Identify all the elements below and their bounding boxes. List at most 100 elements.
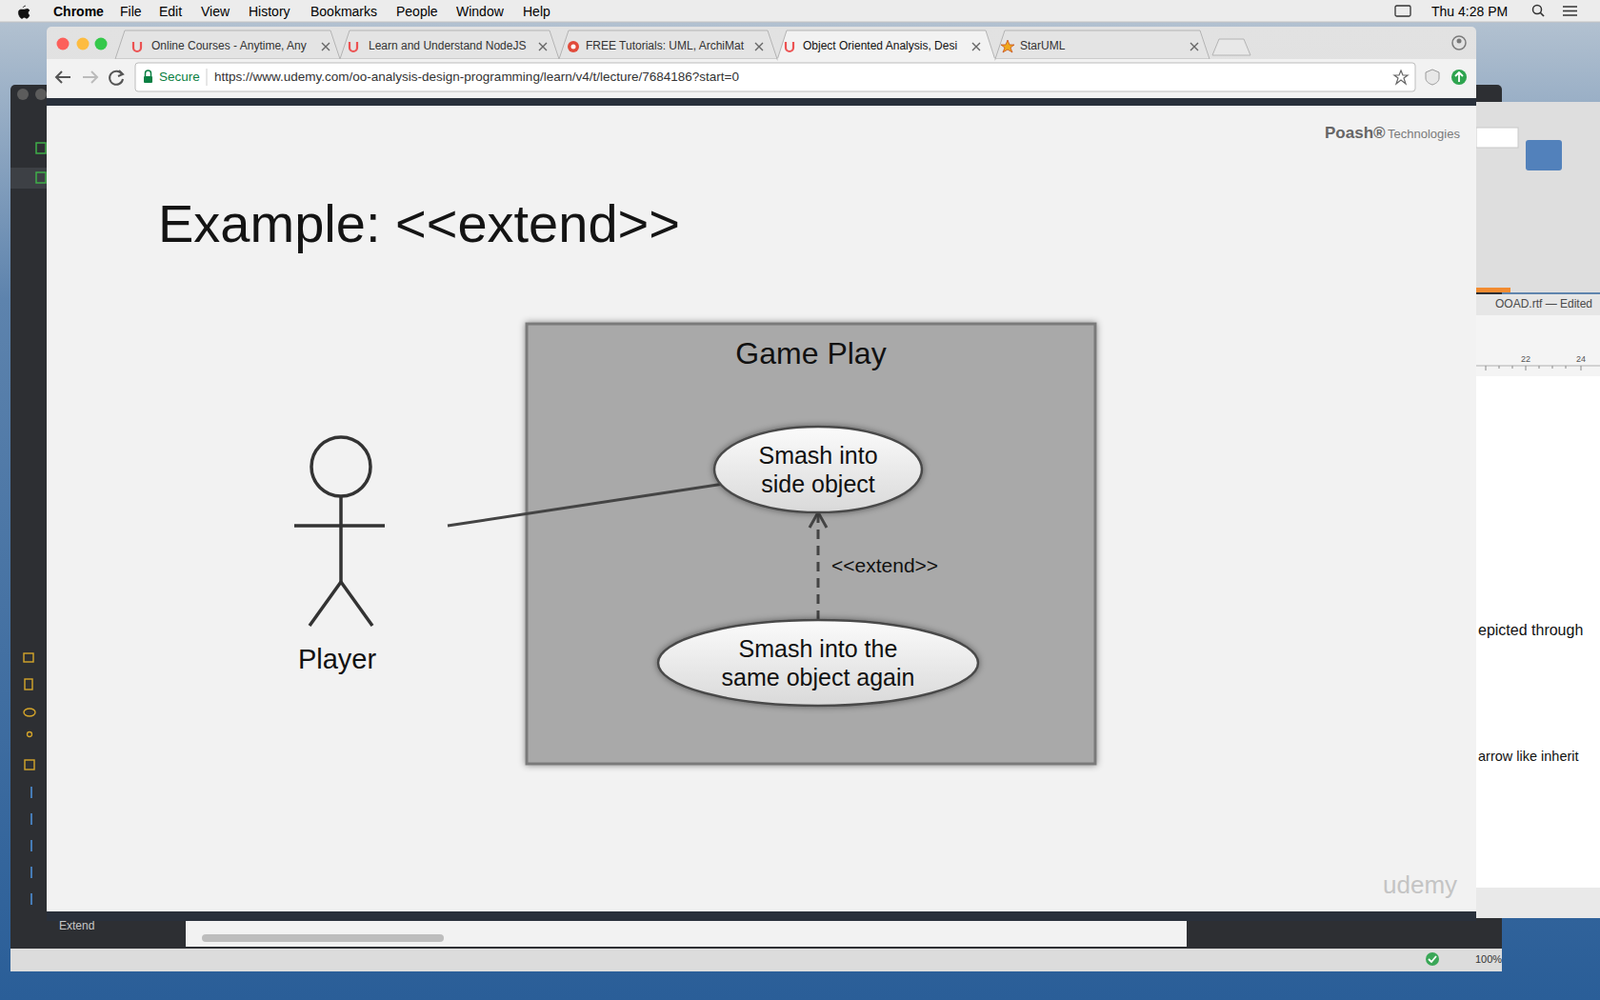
menu-item: Edit [159,3,182,20]
text-editor-window [1476,294,1600,919]
zoom-button [95,38,108,51]
sidebar-row [10,167,47,189]
tab-close-icon [755,42,763,51]
watermark: udemy [1382,871,1458,900]
browser-tab [559,30,778,60]
use-case-outline [655,617,981,709]
actor-limb [294,523,385,528]
status-ok-check [1428,956,1437,962]
extension-icon [1425,69,1440,85]
search-icon-handle [1540,12,1544,17]
document-text: arrow like inherit [1478,748,1580,765]
menu-item: Bookmarks [310,3,378,20]
menu-item: File [120,3,142,20]
tab-title: Object Oriented Analysis, Desi [802,40,958,54]
minimize-button [77,38,90,51]
toolbox-icon [23,653,34,662]
finder-window [1476,101,1600,293]
reload-button [109,71,123,85]
notification-icon [1562,6,1578,16]
address-bar [135,62,1416,92]
menu-item: View [200,3,230,20]
use-case-name: Smash into the same object again [713,634,923,692]
back-button [56,71,71,83]
window-title: OOAD.rtf — Edited [1495,298,1593,312]
active-tab-join [778,58,996,62]
toolbox-icons [30,786,33,905]
reload-arrow [118,70,123,77]
tab-close-icon [539,42,547,51]
use-case-ellipse: Smash into side object [711,423,925,516]
tab-close-icon [1190,42,1199,51]
tab-close-icon [321,42,330,51]
profile-icon [1452,36,1466,50]
extension-arrow [1455,72,1463,82]
close-button [57,38,70,51]
zoom-level: 100% [1475,953,1502,966]
stick-figure [266,433,420,634]
finder-field [1476,127,1519,148]
use-case-ellipse-shape [714,426,922,513]
staruml-favicon [1000,40,1015,53]
udemy-favicon [785,41,794,52]
display-icon [1395,5,1411,17]
window-button [35,88,47,100]
browser-window [46,26,1477,921]
status-bar [10,948,1502,972]
player-footer [46,911,1477,921]
system-boundary: Game PlaySmash into side objectSmash int… [526,323,1096,764]
actor-label-holder: Player [266,642,408,677]
menu-item: History [248,3,291,20]
use-case-name: Smash into side object [746,440,890,499]
ruler-number: 24 [1576,354,1586,364]
actor-name: Player [266,642,408,677]
sidebar-icon [36,172,46,183]
actor-figure: Player [266,433,448,677]
actor-limb [339,496,343,582]
actor-limb [340,581,373,626]
extend-dependency [809,512,827,620]
new-tab-button [1212,39,1251,56]
lock-icon [143,76,153,83]
menu-item: Chrome [53,3,104,20]
canvas-strip [185,920,1187,947]
player-header [46,98,1477,106]
connector-line [817,512,820,620]
ruler-ticks [1485,365,1581,371]
staruml-window [10,84,1502,972]
editor-toolbar [1476,315,1600,377]
browser-tab [995,30,1210,60]
tab-title: Online Courses - Anytime, Any [151,40,307,54]
lock-shackle [145,70,152,77]
stereotype-label: <<extend>> [831,554,939,578]
profile-icon-head [1457,39,1462,44]
tab-title: FREE Tutorials: UML, ArchiMat [585,40,744,54]
open-arrowhead [809,512,827,528]
apple-logo [18,5,30,19]
browser-toolbar [46,59,1477,99]
menu-item: Window [456,3,504,20]
boundary-name: Game Play [526,335,1096,372]
menu-item: Help [522,3,551,20]
address-separator [206,68,208,86]
browser-tab [115,30,340,60]
site-favicon [567,40,580,53]
menu-bar-edge [0,21,1600,23]
toolbox-item: Extend [59,920,95,934]
boundary-heading-holder: Game Play [526,323,1096,372]
status-ok-icon [1425,952,1440,966]
use-case-text-holder: Smash into the same object again [655,617,981,709]
brand-suffix: Technologies [1387,127,1460,142]
clock: Thu 4:28 PM [1431,3,1508,20]
system-boundary-fill [526,323,1096,764]
site-favicon-center [571,44,577,50]
editor-footer [1476,887,1600,919]
udemy-favicon [349,41,358,52]
connector-line [447,484,721,526]
scrollbar [201,934,444,942]
brand-name: Poash® [1324,123,1386,143]
boundary-fills [526,323,1096,764]
use-case-ellipse: Smash into the same object again [655,617,981,709]
use-case-outline [711,423,925,516]
slide-background [46,105,1477,912]
